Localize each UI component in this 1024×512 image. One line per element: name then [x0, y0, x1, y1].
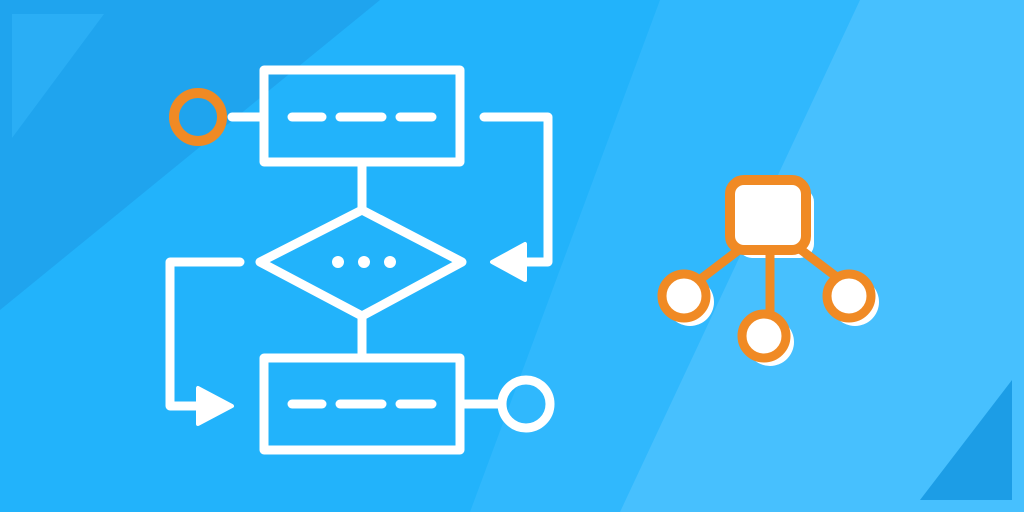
flowchart-icon	[165, 65, 555, 455]
end-node-icon	[497, 375, 555, 433]
start-node-icon	[169, 88, 227, 146]
left-loop-arrowhead-icon	[196, 386, 234, 426]
hierarchy-root-node-icon	[725, 175, 811, 255]
corner-triangle-bottom-right	[920, 380, 1012, 500]
right-loop-arrowhead-icon	[490, 242, 527, 282]
decision-dots	[332, 256, 396, 268]
hierarchy-child-center-icon	[737, 309, 791, 363]
band-top-left	[0, 0, 380, 310]
hierarchy-child-left-icon	[657, 269, 711, 323]
right-loop-line	[479, 112, 553, 267]
band-light-right	[620, 0, 1024, 512]
left-loop-line	[165, 257, 245, 411]
hierarchy-network-icon	[657, 175, 879, 366]
corner-triangle-top-left	[12, 14, 104, 138]
hierarchy-child-right-icon	[822, 269, 876, 323]
